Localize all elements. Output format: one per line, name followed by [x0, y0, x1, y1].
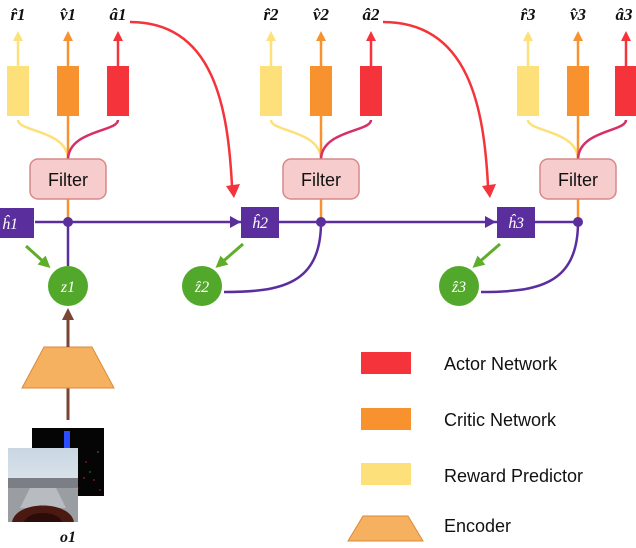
reward-output-3: r̂3 — [520, 5, 536, 24]
value-output-2: v̂2 — [313, 5, 330, 24]
value-output-3: v̂3 — [570, 5, 587, 24]
action-output-1: â1 — [110, 5, 127, 24]
observation-image-stack — [8, 428, 104, 522]
latent-arrow-2 — [215, 242, 244, 268]
critic-network-block-1 — [57, 66, 79, 116]
action-output-2: â2 — [363, 5, 381, 24]
legend-label-actor: Actor Network — [444, 354, 558, 374]
state-node-1 — [0, 208, 34, 238]
state-label-3: ĥ3 — [508, 213, 524, 232]
value-output-1: v̂1 — [60, 5, 76, 24]
block-2: r̂2 v̂2 â2 Filter ĥ2 ẑ2 — [182, 5, 382, 306]
state-node-3 — [497, 207, 535, 238]
latent-label-2: ẑ2 — [194, 279, 209, 296]
critic-network-block-3 — [567, 66, 589, 116]
reward-predictor-block-1 — [7, 66, 29, 116]
state-arrowhead-2 — [230, 216, 241, 228]
observation-label: o1 — [60, 529, 76, 546]
action-to-state-arrowhead-2 — [482, 184, 496, 198]
legend-label-reward: Reward Predictor — [444, 466, 583, 486]
block-3: r̂3 v̂3 â3 Filter ĥ3 ẑ3 — [439, 5, 636, 306]
state-node-2 — [241, 207, 279, 238]
latent-node-2 — [182, 266, 222, 306]
legend: Actor Network Critic Network Reward Pred… — [347, 352, 583, 542]
legend-label-encoder: Encoder — [444, 516, 511, 536]
latent-feedback-path-2 — [223, 221, 323, 294]
state-label-2: ĥ2 — [252, 213, 268, 232]
latent-node-1 — [48, 266, 88, 306]
latent-arrow-3 — [472, 242, 501, 268]
encoder-trapezoid — [21, 346, 115, 389]
latent-node-3 — [439, 266, 479, 306]
action-to-state-arrow-2 — [382, 20, 490, 187]
reward-output-2: r̂2 — [263, 5, 279, 24]
filter-box-3 — [539, 158, 617, 200]
filter-label-2: Filter — [301, 170, 341, 190]
action-to-state-arrowhead-1 — [226, 184, 240, 198]
actor-network-block-3 — [615, 66, 636, 116]
filter-box-1 — [29, 158, 107, 200]
reward-predictor-block-2 — [260, 66, 282, 116]
legend-red-bar-icon — [361, 352, 411, 374]
block-1: r̂1 v̂1 â1 Filter ĥ1 z1 — [0, 5, 129, 306]
latent-arrow-1 — [24, 244, 51, 269]
latent-feedback-path-3 — [480, 221, 580, 294]
state-label-1: ĥ1 — [2, 214, 18, 233]
critic-network-block-2 — [310, 66, 332, 116]
filter-label-1: Filter — [48, 170, 88, 190]
state-junction-1 — [63, 217, 73, 227]
latent-label-1: z1 — [60, 279, 75, 296]
legend-yellow-bar-icon — [361, 463, 411, 485]
action-to-state-arrow-1 — [129, 20, 234, 187]
actor-network-block-1 — [107, 66, 129, 116]
actor-network-block-2 — [360, 66, 382, 116]
latent-label-3: ẑ3 — [451, 279, 466, 296]
legend-trapezoid-icon — [347, 515, 424, 542]
filter-label-3: Filter — [558, 170, 598, 190]
state-arrowhead-3 — [485, 216, 496, 228]
legend-orange-bar-icon — [361, 408, 411, 430]
reward-output-1: r̂1 — [10, 5, 25, 24]
filter-box-2 — [282, 158, 360, 200]
legend-label-critic: Critic Network — [444, 410, 557, 430]
reward-predictor-block-3 — [517, 66, 539, 116]
action-output-3: â3 — [616, 5, 634, 24]
